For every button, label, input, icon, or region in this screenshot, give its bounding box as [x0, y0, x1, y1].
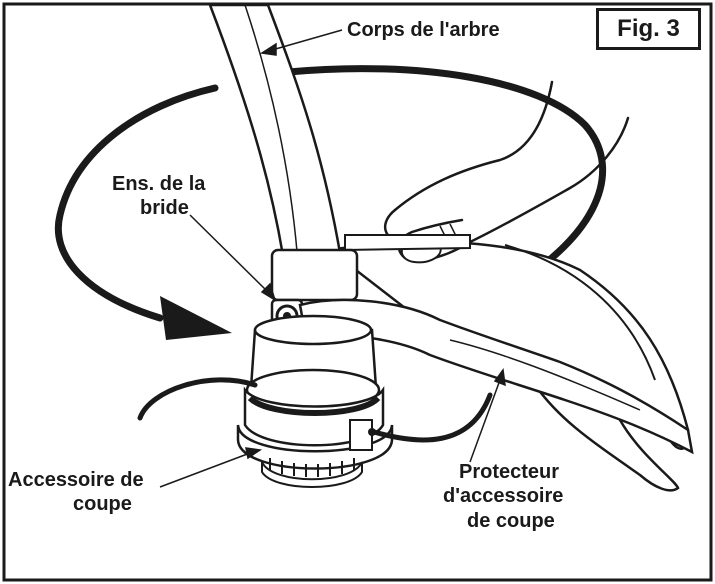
spool-base — [236, 424, 394, 470]
label-guard-line2: d'accessoire — [443, 485, 564, 507]
leader-lines — [159, 29, 506, 488]
trimmer-line-right — [371, 392, 493, 443]
figure-number: Fig. 3 — [617, 15, 680, 42]
spool-ribs — [269, 458, 355, 477]
rotation-arc-back — [54, 84, 219, 322]
figure-number-box: Fig. 3 — [596, 8, 701, 50]
label-guard-line3: de coupe — [467, 510, 555, 532]
rotation-arc-top — [284, 65, 607, 309]
rotation-arrowhead — [160, 296, 232, 340]
hand — [393, 80, 630, 262]
trimmer-line-left — [137, 377, 258, 421]
line-eyelet — [349, 419, 373, 451]
label-attachment-line1: Accessoire de — [8, 469, 144, 491]
head-lower-body — [243, 385, 385, 447]
label-guard-line1: Protecteur — [459, 461, 560, 483]
label-flange-line2: bride — [140, 197, 189, 219]
label-attachment-line2: coupe — [73, 493, 132, 515]
label-flange-line1: Ens. de la — [112, 173, 206, 195]
label-shaft: Corps de l'arbre — [347, 19, 500, 41]
flange-clamp — [270, 248, 359, 302]
guard-arm — [298, 298, 694, 455]
handle-bar — [344, 234, 471, 252]
